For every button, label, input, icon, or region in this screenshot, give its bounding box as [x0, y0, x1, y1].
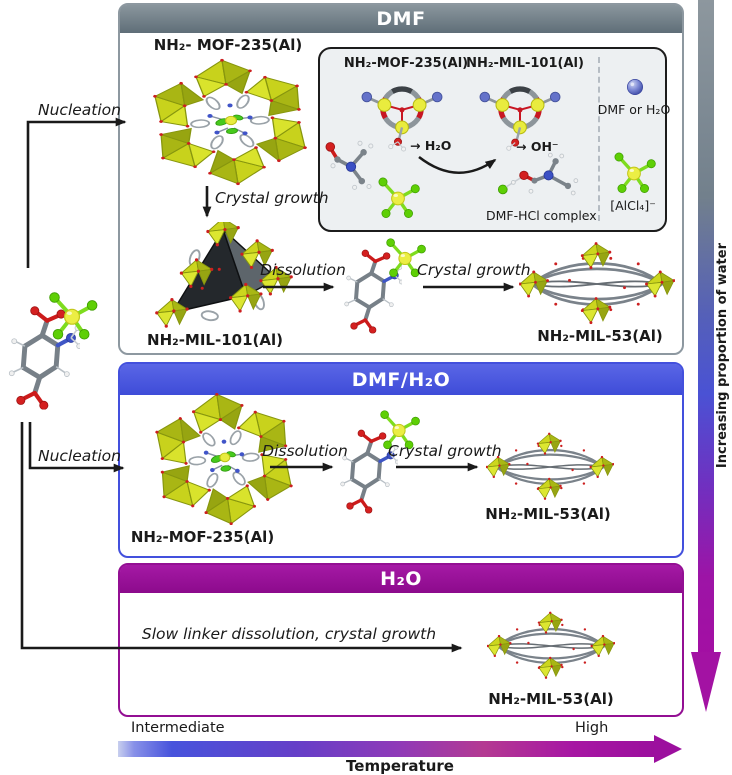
mil53-framework-illustration-h2o — [487, 606, 615, 686]
inset-mof235-label: NH₂-MOF-235(Al) — [343, 56, 469, 71]
alcl4-anion-label: [AlCl₄]⁻ — [610, 198, 656, 213]
nucleation-top-arrow — [26, 117, 127, 268]
crystal-growth-label-dmfh2o: Crystal growth — [388, 442, 502, 460]
panel-dmf-h2o-header: DMF/H₂O — [120, 364, 682, 395]
mil53-label-dmfh2o: NH₂-MIL-53(Al) — [485, 505, 611, 523]
nucleation-top-label: Nucleation — [38, 101, 121, 119]
mof235-label-dmfh2o: NH₂-MOF-235(Al) — [130, 528, 275, 546]
mil53-label-h2o: NH₂-MIL-53(Al) — [488, 690, 614, 708]
panel-dmf-header: DMF — [120, 5, 682, 33]
panel-dmf-h2o-title: DMF/H₂O — [351, 368, 451, 391]
dmf-hcl-complex-illustration — [496, 151, 580, 197]
dissolution-label-dmfh2o: Dissolution — [262, 442, 348, 460]
inset-mil101-label: NH₂-MIL-101(Al) — [466, 56, 584, 71]
alcl4-molecule-illustration-inset — [377, 176, 422, 220]
mil101-label: NH₂-MIL-101(Al) — [147, 331, 283, 349]
dmf-or-water-label: DMF or H₂O — [597, 102, 671, 117]
mof235-cluster-illustration-dmf — [145, 58, 315, 186]
mil53-label-dmf: NH₂-MIL-53(Al) — [537, 327, 663, 345]
inset-divider — [598, 57, 600, 221]
panel-h2o-title: H₂O — [380, 568, 422, 590]
mof235-label-dmf: NH₂- MOF-235(Al) — [153, 36, 303, 54]
panel-h2o-header: H₂O — [120, 565, 682, 593]
intermediate-tick: Intermediate — [131, 720, 225, 736]
water-release-label: → H₂O — [410, 138, 452, 153]
dmf-molecule-illustration — [324, 139, 375, 192]
slow-dissolution-label: Slow linker dissolution, crystal growth — [141, 625, 437, 643]
water-axis-label: Increasing proportion of water — [714, 243, 730, 469]
mil53-framework-illustration-dmfh2o — [486, 428, 614, 506]
mil53-framework-illustration-dmf — [518, 240, 676, 328]
crystal-growth-label-dmf: Crystal growth — [215, 189, 329, 207]
nucleation-mid-label: Nucleation — [38, 447, 121, 465]
crystal-growth2-label-dmf: Crystal growth — [417, 261, 531, 279]
alcl4-anion-illustration — [613, 151, 658, 195]
solvent-sphere-illustration — [626, 78, 644, 96]
hydroxide-label: → OH⁻ — [516, 139, 559, 154]
alcl4-molecule-illustration — [47, 290, 99, 342]
dissolution-label-dmf: Dissolution — [260, 261, 346, 279]
high-tick: High — [575, 720, 609, 736]
temperature-arrow — [118, 735, 682, 763]
temperature-label: Temperature — [346, 757, 454, 775]
water-proportion-arrow — [691, 0, 721, 712]
panel-dmf-title: DMF — [376, 8, 426, 30]
dmf-hcl-label: DMF-HCl complex — [486, 208, 597, 223]
mechanism-inset-box — [318, 47, 667, 232]
